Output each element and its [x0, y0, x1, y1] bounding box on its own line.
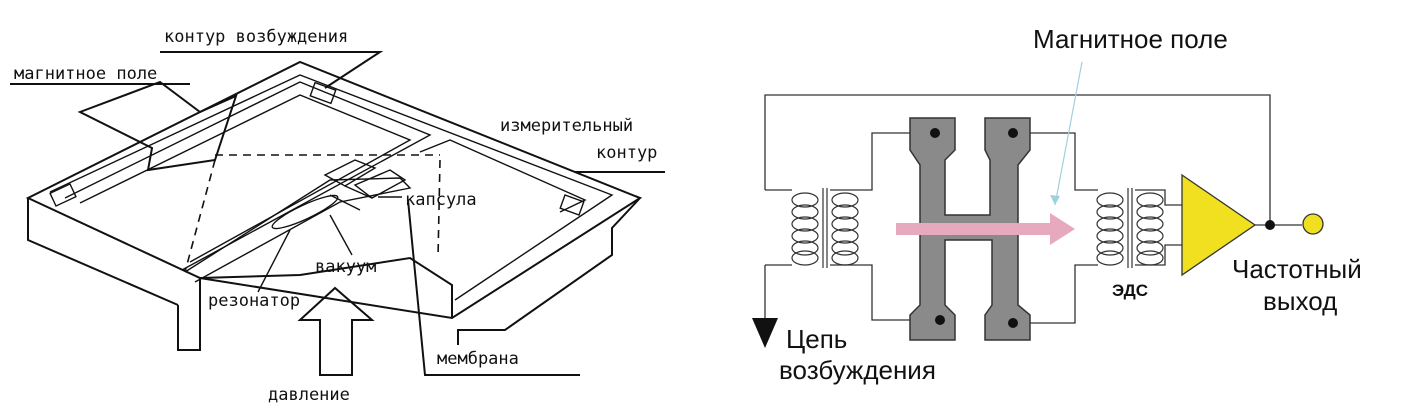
label-magnetic-field: магнитное поле [14, 64, 157, 84]
left-transformer [791, 188, 859, 268]
pad-left [49, 183, 77, 207]
base-left-side [27, 198, 179, 306]
vacuum-leader [329, 214, 353, 256]
label-pressure: давление [268, 385, 350, 405]
inner-rim [49, 74, 614, 301]
label-excitation-circuit-2: возбуждения [779, 355, 936, 385]
feedback-wire [764, 94, 1271, 225]
excitation-input-arrow [752, 318, 778, 348]
base-front-left [177, 278, 201, 351]
pressure-arrow [297, 286, 375, 376]
left-primary-wires [764, 189, 792, 318]
terminal-top-right [1008, 128, 1018, 138]
left-secondary-wires [830, 132, 940, 321]
membrane-leader [407, 199, 580, 376]
label-capsule: капсула [405, 190, 477, 210]
pad-top [309, 81, 337, 105]
output-junction [1265, 220, 1275, 230]
vacuum-lines [329, 185, 373, 211]
label-frequency-output-2: выход [1263, 286, 1337, 316]
frequency-output-node [1302, 213, 1324, 235]
excitation-leader [160, 51, 384, 89]
label-resonator: резонатор [208, 291, 300, 311]
label-magnetic-field-right: Магнитное поле [1033, 24, 1228, 54]
label-measuring-circuit-2: контур [596, 143, 657, 163]
right-transformer [1096, 188, 1164, 268]
magnetic-field-arrow [77, 80, 238, 172]
label-frequency-output-1: Частотный [1232, 254, 1362, 284]
label-membrane: мембрана [437, 349, 519, 369]
terminal-top-left [930, 128, 940, 138]
right-primary-wires [1013, 132, 1098, 324]
capsule-top [323, 159, 377, 187]
field-dash-right [437, 159, 441, 259]
label-emf: ЭДС [1112, 281, 1148, 300]
label-measuring-circuit-1: измерительный [500, 116, 633, 136]
excitation-loop-inner [79, 94, 412, 263]
label-excitation-circuit-1: Цепь [786, 324, 847, 354]
label-excitation-circuit: контур возбуждения [164, 27, 348, 47]
label-vacuum: вакуум [315, 257, 376, 277]
base-top-outline [25, 60, 643, 320]
base-right-side [457, 197, 641, 345]
measuring-loop [419, 139, 587, 213]
capsule-front [353, 169, 407, 199]
resonator-rod [184, 177, 412, 283]
amplifier [1181, 173, 1257, 277]
field-pointer [1054, 61, 1083, 206]
field-arrow [896, 213, 1075, 245]
excitation-loop-outer [64, 81, 432, 271]
resonator-leader [257, 229, 291, 293]
terminal-bottom-right [1008, 318, 1018, 328]
resonator-body [271, 194, 339, 230]
field-pointer-head [1050, 195, 1060, 205]
pad-right [559, 194, 585, 216]
sensor-drawing: контур возбуждения магнитное поле измери… [10, 27, 665, 405]
terminal-bottom-left [935, 315, 945, 325]
field-dash-left [184, 159, 216, 273]
circuit-diagram: Магнитное поле Цепь возбуждения ЭДС Част… [752, 24, 1362, 385]
